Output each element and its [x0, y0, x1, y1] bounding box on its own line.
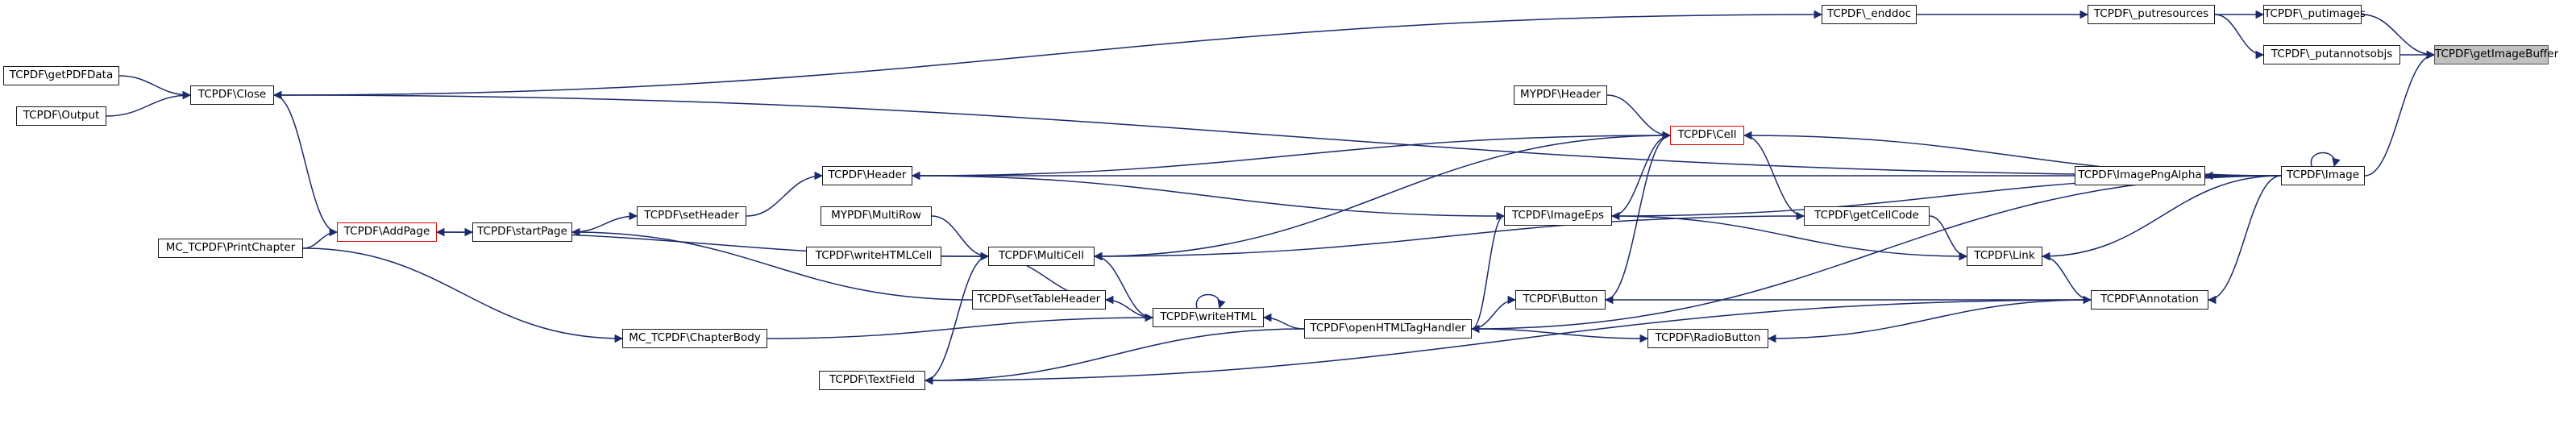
edge-getPDFData-to-Close: [118, 75, 192, 100]
node-getpdfdata[interactable]: TCPDF\getPDFData: [3, 66, 119, 85]
edge-writeHTML-to-writeHTML: [1195, 293, 1226, 310]
node-header[interactable]: TCPDF\Header: [822, 166, 912, 185]
node-putresources[interactable]: TCPDF\_putresources: [2088, 5, 2215, 24]
node-radiobutton[interactable]: TCPDF\RadioButton: [1647, 329, 1768, 348]
edge-Image-to-Link: [2041, 175, 2282, 261]
node-link[interactable]: TCPDF\Link: [1967, 247, 2042, 266]
node-imageeps[interactable]: TCPDF\ImageEps: [1504, 206, 1612, 226]
edge-openHTMLTagHandler-to-Button: [1471, 295, 1517, 330]
node-getcellcode[interactable]: TCPDF\getCellCode: [1804, 206, 1930, 226]
node-output[interactable]: TCPDF\Output: [16, 106, 106, 126]
node-addpage[interactable]: TCPDF\AddPage: [337, 222, 437, 242]
edge-Image-to-Annotation: [2207, 175, 2282, 305]
edge-Image-to-getImageBuffer: [2364, 50, 2436, 177]
node-settableheader[interactable]: TCPDF\setTableHeader: [972, 290, 1106, 310]
edge-ImageEps-to-Link: [1611, 215, 1968, 261]
node-putannotsobjs[interactable]: TCPDF\_putannotsobjs: [2263, 45, 2400, 64]
edge-PrintChapter-to-ChapterBody: [302, 247, 624, 343]
node-printchapter[interactable]: MC_TCPDF\PrintChapter: [158, 239, 303, 258]
node-button[interactable]: TCPDF\Button: [1515, 290, 1606, 310]
node-writehtml[interactable]: TCPDF\writeHTML: [1153, 308, 1264, 327]
node-chapterbody[interactable]: MC_TCPDF\ChapterBody: [622, 329, 767, 348]
node-setheader[interactable]: TCPDF\setHeader: [637, 206, 746, 226]
edge-writeHTML-to-MultiCell: [1093, 251, 1153, 318]
node-getimagebuffer: TCPDF\getImageBuffer: [2434, 45, 2558, 64]
edge-ImageEps-to-Header: [911, 171, 1505, 217]
edge-MultiCell-to-Cell: [1094, 131, 1672, 257]
edge-Close-to-enddoc: [273, 10, 1823, 96]
node-enddoc[interactable]: TCPDF\_enddoc: [1822, 5, 1917, 24]
edge-AddPage-to-Close: [272, 90, 338, 233]
edge-Button-to-Cell: [1605, 131, 1672, 301]
node-cell[interactable]: TCPDF\Cell: [1670, 126, 1744, 145]
edge-Image-to-Close: [272, 90, 2282, 177]
edge-Output-to-Close: [106, 90, 192, 117]
edge-Header-to-Cell: [912, 131, 1672, 177]
edge-TextField-to-MultiCell: [924, 251, 990, 381]
node-writehtmlcell[interactable]: TCPDF\writeHTMLCell: [806, 247, 941, 266]
node-image[interactable]: TCPDF\Image: [2281, 166, 2365, 185]
node-multirow[interactable]: MYPDF\MultiRow: [821, 206, 932, 226]
edge-ChapterBody-to-writeHTML: [767, 313, 1154, 339]
edge-openHTMLTagHandler-to-TextField: [924, 328, 1305, 385]
edge-Annotation-to-TextField: [924, 299, 2092, 385]
node-textfield[interactable]: TCPDF\TextField: [819, 371, 925, 390]
edge-Annotation-to-RadioButton: [1767, 299, 2092, 343]
edge-putimages-to-getImageBuffer: [2361, 14, 2436, 60]
edge-openHTMLTagHandler-to-ImageEps: [1471, 211, 1506, 330]
edge-setHeader-to-Header: [746, 171, 824, 217]
edge-getCellCode-to-MultiCell: [1093, 215, 1805, 261]
edge-PrintChapter-to-AddPage: [302, 227, 339, 249]
node-close[interactable]: TCPDF\Close: [190, 85, 274, 105]
node-mypdfheader[interactable]: MYPDF\Header: [1514, 85, 1607, 105]
node-openhtmltaghandler[interactable]: TCPDF\openHTMLTagHandler: [1304, 319, 1472, 339]
node-imagepngalpha[interactable]: TCPDF\ImagePngAlpha: [2075, 166, 2205, 185]
node-annotation[interactable]: TCPDF\Annotation: [2091, 290, 2208, 310]
edge-getCellCode-to-Link: [1929, 215, 1968, 261]
edge-Link-to-Annotation: [2042, 256, 2092, 305]
edge-MYPDFHeader-to-Cell: [1606, 94, 1672, 140]
node-putimages[interactable]: TCPDF\_putimages: [2263, 5, 2366, 24]
edge-startPage-to-setHeader: [571, 211, 638, 233]
edge-Image-to-Image: [2310, 152, 2341, 168]
edge-putresources-to-putannotsobjs: [2214, 14, 2265, 60]
edge-setTableHeader-to-startPage: [571, 227, 973, 301]
edge-openHTMLTagHandler-to-writeHTML: [1262, 313, 1305, 330]
edge-Cell-to-getCellCode: [1743, 135, 1805, 221]
edge-writeHTML-to-setTableHeader: [1104, 295, 1153, 318]
node-multicell[interactable]: TCPDF\MultiCell: [988, 247, 1095, 266]
node-startpage[interactable]: TCPDF\startPage: [472, 222, 572, 242]
